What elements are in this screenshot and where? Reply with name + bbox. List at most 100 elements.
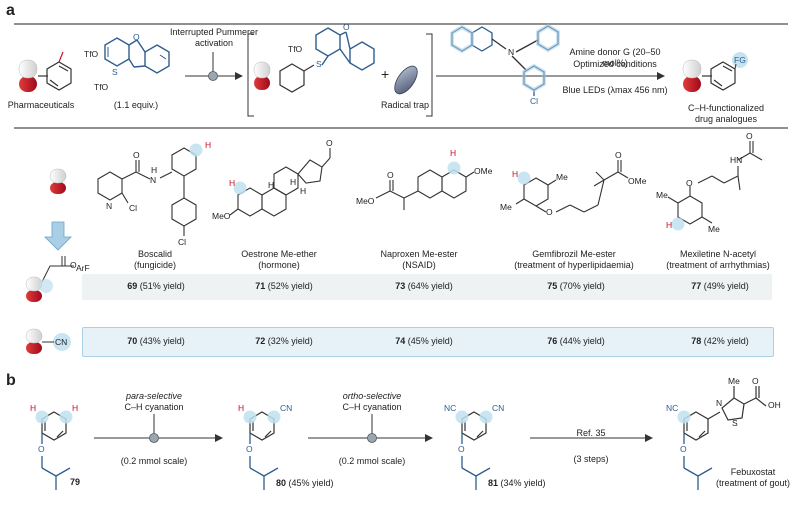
panel-a-label: a [6,2,15,19]
step2-line2: C–H cyanation [342,402,402,412]
feb-nc: NC [666,403,679,413]
drug-name-1: Boscalid [137,249,173,259]
gemfibrozil-me1: Me [556,172,568,182]
row-band-arylketone [82,274,772,300]
gemfibrozil-h: H [512,169,519,179]
p80-o: O [246,444,253,454]
product-label-2: drug analogues [694,114,758,124]
panel-b-label: b [6,372,16,389]
tfo-top: TfO [84,49,99,59]
oestrone-structure [229,148,331,217]
sm-h1: H [30,403,37,413]
mexiletine-h: H [666,220,673,230]
boscalid-n: N [106,201,113,211]
drug-class-2: (hormone) [258,260,300,270]
amine-n: N [508,47,515,57]
sm-o: O [38,444,45,454]
mexiletine-me2: Me [708,224,720,234]
step3-steps: (3 steps) [573,454,609,464]
amine-cl: Cl [530,96,539,106]
step2-line1: ortho-selective [342,391,402,401]
conditions-3: Blue LEDs (λmax 456 nm) [562,85,668,95]
row1-reagent: ArF [76,263,90,273]
boscalid-nh-h: H [151,165,158,175]
pharma-capsule [18,59,38,92]
boscalid-cl2: Cl [178,237,187,247]
drug-class-4: (treatment of hyperlipidaemia) [514,260,634,270]
feb-o: O [680,444,687,454]
oxygen-reagent: O [133,32,140,42]
p81-o: O [458,444,465,454]
oestrone-o: O [326,138,333,148]
step1-line1: para-selective [125,391,183,401]
drug-name-5: Mexiletine N-acetyl [679,249,757,259]
feb-me: Me [728,376,740,386]
row-band-nitrile [82,327,774,357]
boscalid-h: H [205,140,212,150]
step1-scale: (0.2 mmol scale) [120,456,188,466]
mexiletine-o2: O [746,131,753,141]
row2-entry-2: 72 (32% yield) [255,336,313,346]
step2-scale: (0.2 mmol scale) [338,456,406,466]
gemfibrozil-me2: Me [500,202,512,212]
boscalid-nh: N [150,175,157,185]
conditions-2: Optimized conditions [573,59,657,69]
pharma-benzene [46,61,72,91]
drug-class-5: (treatment of arrhythmias) [666,260,770,270]
drug-name-2: Oestrone Me-ether [241,249,317,259]
reagent-phenoxathiin [104,37,170,74]
oestrone-h3: H [300,186,307,196]
row1-entry-5: 77 (49% yield) [691,281,749,291]
gemfibrozil-o: O [546,207,553,217]
reagent-equiv-label: (1.1 equiv.) [113,100,159,110]
mexiletine-structure [667,141,763,225]
mexiletine-hn: HN [730,155,743,165]
oestrone-meo: MeO [212,211,231,221]
drug-name-4: Gemfibrozil Me-ester [532,249,616,259]
p81-label: 81 (34% yield) [488,478,546,488]
radical-trap-label: Radical trap [380,100,430,110]
pharmaceuticals-label: Pharmaceuticals [7,100,75,110]
p80-label: 80 (45% yield) [276,478,334,488]
mexiletine-o: O [686,178,693,188]
product-label-1: C–H-functionalized [687,103,765,113]
oestrone-h: H [229,178,236,188]
row2-entry-3: 74 (45% yield) [395,336,453,346]
s-plus-intermediate: S [316,59,322,69]
febuxostat-structure [683,386,767,441]
row2-entry-5: 78 (42% yield) [691,336,749,346]
row2-reagent: CN [55,337,68,347]
row2-entry-1: 70 (43% yield) [127,336,185,346]
gemfibrozil-o2: O [615,150,622,160]
naproxen-meo: MeO [356,196,375,206]
plus-sign: + [381,66,390,82]
feb-oh: OH [768,400,781,410]
tfo-bottom: TfO [94,82,109,92]
fg-label: FG [734,55,746,65]
row2-entry-4: 76 (44% yield) [547,336,605,346]
p80-h: H [238,403,245,413]
tfo-bracket: TfO [288,44,303,54]
naproxen-o: O [387,170,394,180]
drug-class-3: (NSAID) [402,260,436,270]
oxygen-intermediate: O [343,22,350,32]
drug-name-3: Naproxen Me-ester [380,249,458,259]
naproxen-structure [375,169,475,210]
mexiletine-me1: Me [656,190,668,200]
row1-entry-3: 73 (64% yield) [395,281,453,291]
row1-entry-2: 71 (52% yield) [255,281,313,291]
step-label-2: activation [194,38,234,48]
s-plus-reagent: S [112,67,118,77]
row1-reagent-o: O [70,260,77,270]
gemfibrozil-ome: OMe [628,176,647,186]
row1-entry-4: 75 (70% yield) [547,281,605,291]
p81-nc: NC [444,403,457,413]
oestrone-h2: H [290,177,297,187]
naproxen-ome: OMe [474,166,493,176]
gemfibrozil-structure [515,160,629,213]
boscalid-cl1: Cl [129,203,138,213]
step3-ref: Ref. 35 [576,428,606,438]
sm-h2: H [72,403,79,413]
feb-n: N [716,398,723,408]
